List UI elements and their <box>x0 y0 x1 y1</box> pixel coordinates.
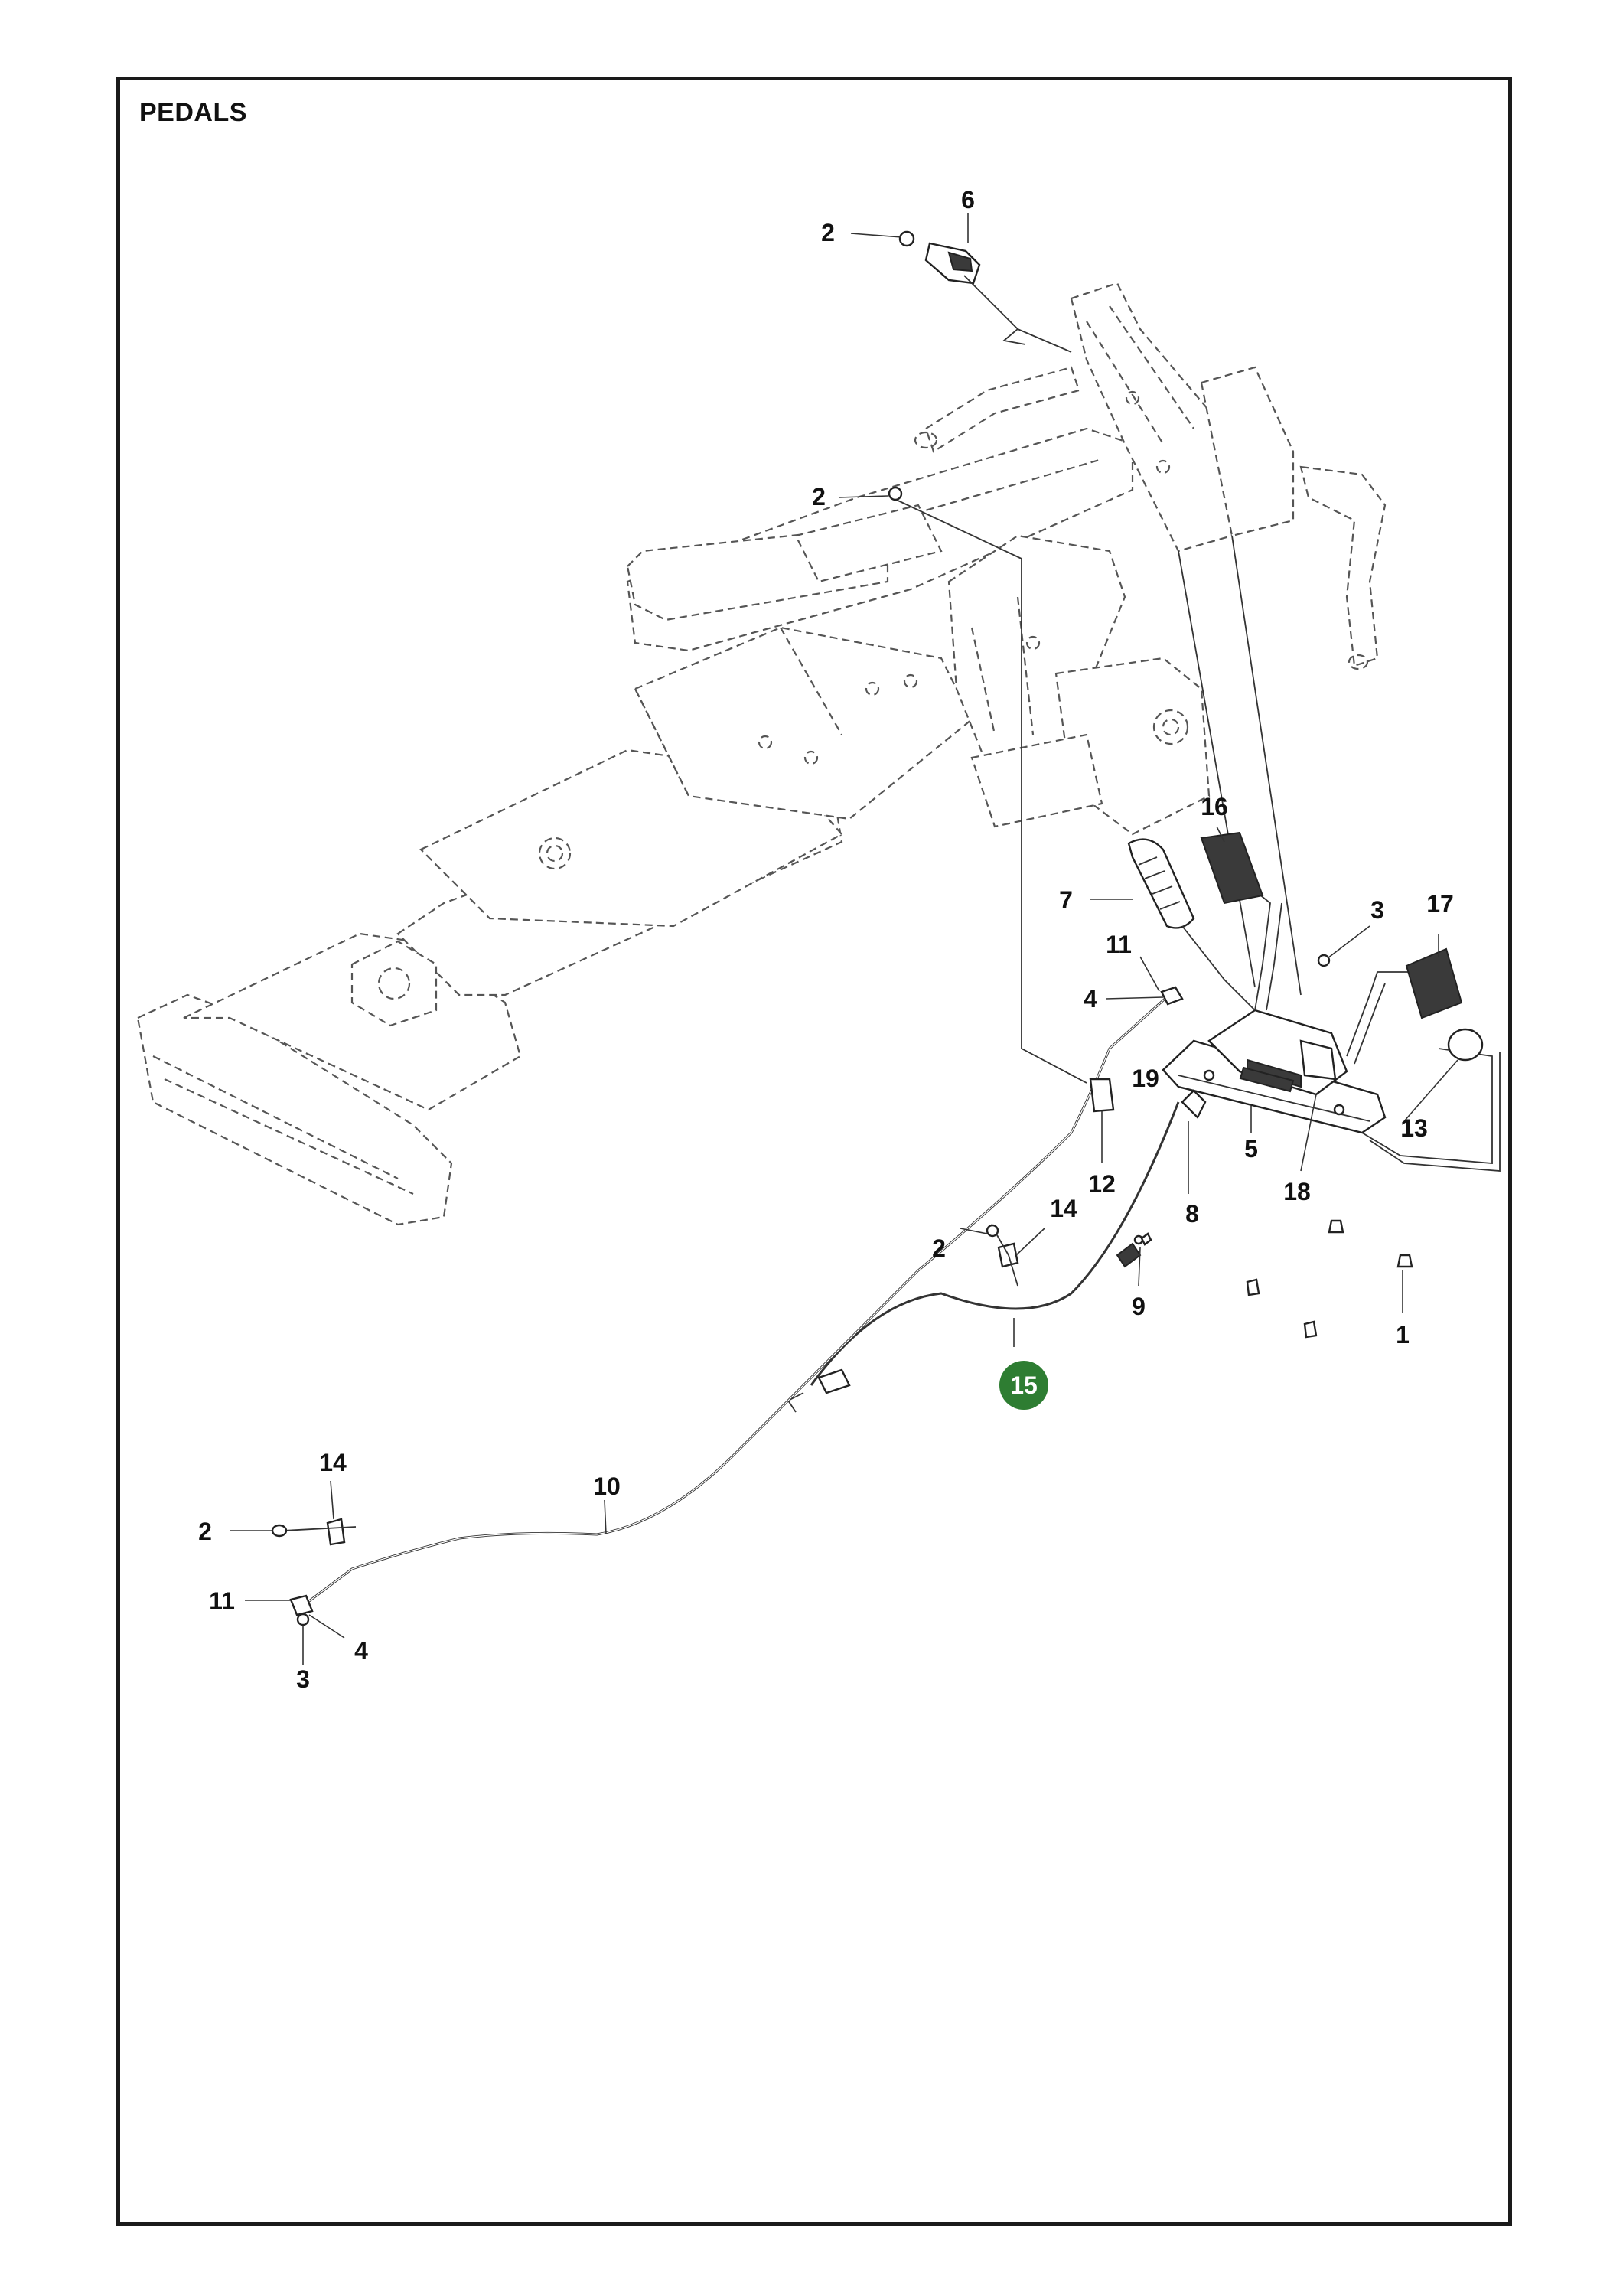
callout-4-left: 4 <box>354 1637 368 1665</box>
callout-1: 1 <box>1396 1321 1410 1349</box>
part-6-linkage <box>898 230 1072 353</box>
callout-11-right: 11 <box>1106 931 1132 958</box>
callout-6: 6 <box>961 186 975 214</box>
callout-8: 8 <box>1185 1200 1199 1228</box>
callout-19: 19 <box>1132 1065 1159 1092</box>
callout-4-right: 4 <box>1084 985 1097 1013</box>
callout-11-left: 11 <box>209 1587 235 1615</box>
callout-labels: 2 6 2 16 7 3 17 11 4 19 13 12 5 18 8 14 … <box>198 186 1454 1693</box>
page-title: PEDALS <box>139 98 247 127</box>
callout-12: 12 <box>1088 1170 1116 1198</box>
callout-10: 10 <box>593 1473 621 1500</box>
callout-2-top: 2 <box>821 219 835 246</box>
cable-15 <box>787 1089 1207 1413</box>
callout-7: 7 <box>1059 886 1073 914</box>
callout-3-left: 3 <box>296 1665 310 1693</box>
callout-17: 17 <box>1426 890 1454 918</box>
callout-14-right: 14 <box>1050 1195 1077 1222</box>
callout-16: 16 <box>1201 793 1228 820</box>
callout-13: 13 <box>1400 1114 1428 1142</box>
callout-15: 15 <box>1010 1371 1038 1399</box>
callout-2-right: 2 <box>932 1234 946 1262</box>
clip-14-left <box>271 1518 357 1546</box>
page-frame <box>116 77 1512 2226</box>
callout-2-left: 2 <box>198 1518 212 1545</box>
callout-9: 9 <box>1132 1293 1146 1320</box>
callout-15-badge <box>999 1361 1048 1410</box>
callout-14-left: 14 <box>319 1449 347 1476</box>
callout-2-mid: 2 <box>812 483 826 510</box>
pedal-assembly <box>1127 831 1501 1339</box>
callout-5: 5 <box>1244 1135 1258 1163</box>
callout-3-right: 3 <box>1370 896 1384 924</box>
callout-18: 18 <box>1283 1178 1311 1205</box>
clip-14-right <box>986 1224 1019 1287</box>
cable-10 <box>289 986 1184 1626</box>
chassis-frame <box>136 282 1387 1226</box>
leader-lines <box>230 213 1458 1665</box>
